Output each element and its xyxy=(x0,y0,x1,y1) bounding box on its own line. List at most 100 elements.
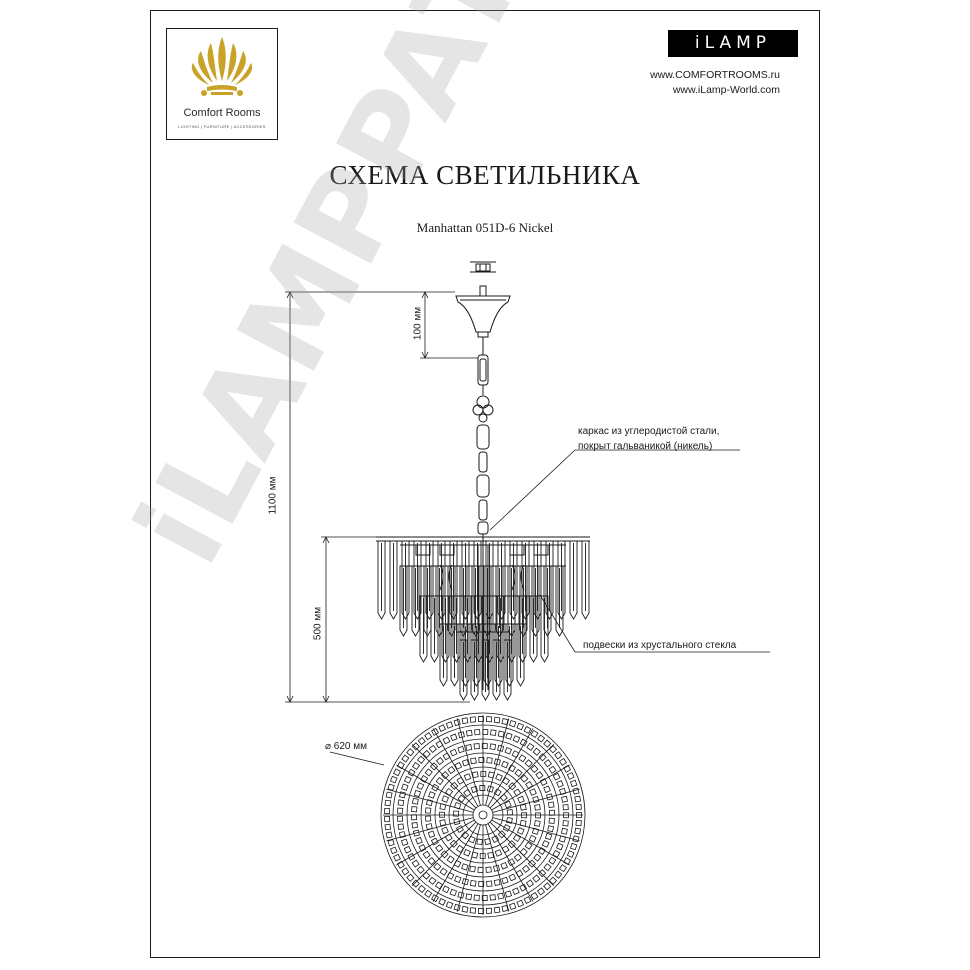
top-view-crystal xyxy=(445,787,454,797)
dimension-body-height: 500 мм xyxy=(312,606,324,641)
dimension-lines xyxy=(285,291,478,703)
crystal-pendant xyxy=(516,623,525,687)
top-view-crystal xyxy=(446,855,455,864)
top-view-crystal xyxy=(501,777,511,786)
top-view-crystal xyxy=(411,797,419,805)
top-view-crystal xyxy=(531,827,540,835)
top-view-crystal xyxy=(563,857,572,866)
top-view-crystal xyxy=(512,735,521,743)
top-view-crystal xyxy=(548,876,558,885)
top-view-crystal xyxy=(406,748,415,757)
top-view-crystal xyxy=(463,773,472,781)
crystal-pendant xyxy=(450,623,459,687)
top-view-crystal xyxy=(461,905,469,913)
top-view-crystal xyxy=(425,799,433,807)
top-view-crystal xyxy=(463,848,471,857)
top-view-crystal xyxy=(411,806,418,813)
crystal-pendant xyxy=(430,595,439,663)
top-view-crystal xyxy=(494,849,503,857)
crystal-pendant xyxy=(419,595,428,663)
crystal-pendant xyxy=(435,565,444,637)
website-comfortrooms[interactable]: www.COMFORTROOMS.ru xyxy=(650,69,780,81)
crystal-pendant xyxy=(470,639,479,701)
top-view-crystal xyxy=(521,864,531,874)
top-view-crystal xyxy=(412,829,420,837)
top-view-crystal xyxy=(393,768,401,777)
top-view-crystal xyxy=(516,722,524,731)
top-view-crystal xyxy=(435,756,445,766)
logo-brand-name: Comfort Rooms xyxy=(183,107,261,119)
top-view-crystal xyxy=(507,858,516,867)
crystal-pendant xyxy=(519,565,528,637)
top-view-crystal xyxy=(441,771,450,780)
top-view-crystal xyxy=(389,775,398,784)
top-view-crystal xyxy=(453,818,461,826)
top-view-crystal xyxy=(516,827,525,835)
top-view-crystal xyxy=(548,856,557,865)
top-view-crystal xyxy=(444,833,453,842)
top-view-crystal xyxy=(538,869,547,878)
top-view-crystal xyxy=(453,903,461,912)
top-view-crystal xyxy=(479,785,486,791)
top-view-crystal xyxy=(417,736,426,746)
top-view-crystal xyxy=(495,773,503,782)
top-view-crystal xyxy=(520,774,529,783)
top-view-crystal xyxy=(501,876,509,885)
top-view-crystal xyxy=(555,842,564,851)
top-view-crystal xyxy=(411,821,419,829)
top-view-crystal xyxy=(501,718,509,726)
top-view-crystal xyxy=(493,788,502,797)
top-view-crystal xyxy=(504,890,513,898)
dimension-diameter: ⌀ 620 мм xyxy=(325,741,368,752)
top-view-crystal xyxy=(384,799,391,807)
top-view-spoke xyxy=(396,764,475,811)
top-view-crystal xyxy=(544,832,553,841)
crystal-pendant xyxy=(439,623,448,687)
top-view-crystal xyxy=(543,785,551,794)
top-view-crystal xyxy=(486,880,493,887)
top-view-crystal xyxy=(441,795,450,803)
top-view-crystal xyxy=(509,902,517,910)
top-view-crystal xyxy=(512,833,521,843)
top-view-crystal xyxy=(439,819,447,827)
top-view-crystal xyxy=(465,893,473,901)
top-view-crystal xyxy=(506,816,513,824)
top-view-crystal xyxy=(539,778,548,786)
top-view-crystal xyxy=(513,853,522,862)
top-view-crystal xyxy=(416,782,425,790)
top-view-crystal xyxy=(455,844,465,853)
crystal-pendant xyxy=(471,565,480,637)
website-ilamp[interactable]: www.iLamp-World.com xyxy=(672,84,780,96)
ceiling-mount-icon xyxy=(470,261,496,273)
top-view-crystal xyxy=(442,736,451,745)
crystal-pendant xyxy=(481,639,490,701)
top-view-crystal xyxy=(425,807,432,814)
top-view-crystal xyxy=(428,876,437,885)
top-view-spoke xyxy=(487,823,534,902)
top-view-crystal xyxy=(442,885,450,894)
crystal-pendant xyxy=(569,540,578,620)
top-view-crystal xyxy=(523,726,532,734)
top-view-crystal xyxy=(490,729,497,736)
top-view-crystal xyxy=(541,840,550,848)
canopy xyxy=(455,285,511,338)
top-view-crystal xyxy=(563,764,572,773)
top-view xyxy=(329,712,586,918)
top-view-crystal xyxy=(552,772,561,781)
top-view-crystal xyxy=(572,835,580,843)
top-view-crystal xyxy=(504,747,513,755)
top-view-crystal xyxy=(416,755,426,764)
top-view-crystal xyxy=(554,870,563,879)
top-view-crystal xyxy=(511,750,520,759)
top-view-crystal xyxy=(514,768,523,778)
top-view-crystal xyxy=(465,744,473,751)
top-view-spoke xyxy=(396,819,475,866)
top-view-crystal xyxy=(400,838,409,846)
top-view-crystal xyxy=(538,753,547,762)
top-view-crystal xyxy=(397,799,405,807)
top-view-crystal xyxy=(457,794,466,803)
top-view-crystal xyxy=(416,865,425,874)
top-view-crystal xyxy=(574,827,581,835)
top-view-crystal xyxy=(536,734,546,743)
